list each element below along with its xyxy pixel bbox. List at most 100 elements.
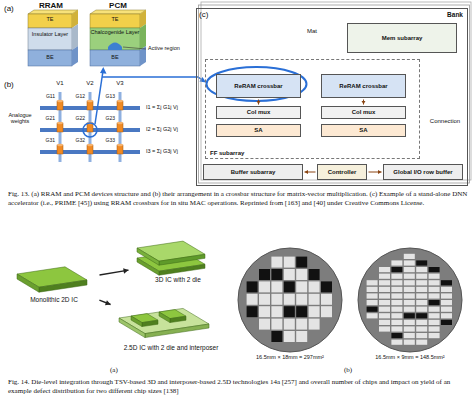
conductance-label: G11 bbox=[42, 94, 55, 100]
defective-die bbox=[391, 333, 402, 338]
good-die bbox=[379, 274, 390, 279]
node-label: Bank bbox=[447, 11, 463, 18]
good-die bbox=[284, 269, 295, 280]
node-label: Monolithic 2D IC bbox=[10, 296, 98, 303]
layer-label: Chalcogenide Layer bbox=[90, 29, 140, 35]
defective-die bbox=[296, 306, 307, 317]
crossbar-cells bbox=[57, 100, 123, 154]
defective-die bbox=[247, 281, 258, 292]
good-die bbox=[271, 281, 282, 292]
crossbar-box: ReRAM crossbar bbox=[216, 74, 301, 98]
conductance-label: G31 bbox=[42, 138, 55, 144]
defective-die bbox=[296, 257, 307, 268]
buffer-box: Global I/O row buffer bbox=[383, 164, 463, 180]
good-die bbox=[429, 320, 440, 325]
chip-figure: 2.5D IC with 2 die and interposer bbox=[112, 304, 230, 351]
conductance-label: G22 bbox=[72, 116, 85, 122]
good-die bbox=[404, 254, 415, 259]
device-title: PCM bbox=[90, 1, 146, 10]
connector bbox=[362, 100, 366, 105]
good-die bbox=[416, 274, 427, 279]
good-die bbox=[429, 293, 440, 298]
good-die bbox=[271, 319, 282, 330]
arrow-head bbox=[100, 67, 107, 74]
good-die bbox=[296, 319, 307, 330]
node-label: Col mux bbox=[247, 109, 271, 116]
good-die bbox=[296, 294, 307, 305]
block-label: Mat bbox=[300, 28, 324, 35]
device-title: RRAM bbox=[26, 1, 76, 10]
memristor-top bbox=[57, 100, 63, 102]
connector bbox=[257, 100, 261, 105]
defective-die bbox=[309, 269, 320, 280]
good-die bbox=[379, 307, 390, 312]
good-die bbox=[416, 320, 427, 325]
good-die bbox=[379, 313, 390, 318]
insulator-layer bbox=[28, 28, 72, 50]
good-die bbox=[404, 260, 415, 265]
panel-letter: (b) bbox=[344, 366, 362, 375]
good-die bbox=[391, 274, 402, 279]
current-equation: I3 = Σj G3j Vj bbox=[146, 148, 194, 154]
chip-face bbox=[170, 316, 186, 322]
good-die bbox=[259, 306, 270, 317]
good-die bbox=[259, 294, 270, 305]
defective-die bbox=[367, 307, 378, 312]
active-region bbox=[108, 43, 122, 51]
good-die bbox=[391, 320, 402, 325]
highlight-circle bbox=[83, 123, 97, 137]
good-die bbox=[429, 333, 440, 338]
chip-face bbox=[137, 248, 159, 265]
good-die bbox=[379, 326, 390, 331]
wafer bbox=[238, 248, 342, 352]
good-die bbox=[391, 300, 402, 305]
good-die bbox=[296, 269, 307, 280]
memristor-cell bbox=[87, 145, 93, 154]
device-top bbox=[28, 10, 78, 14]
good-die bbox=[429, 326, 440, 331]
good-die bbox=[441, 307, 452, 312]
good-die bbox=[247, 294, 258, 305]
defective-die bbox=[247, 306, 258, 317]
good-die bbox=[391, 287, 402, 292]
chip-face bbox=[159, 264, 205, 275]
arrow-head bbox=[257, 101, 261, 105]
node-label: FF subarray bbox=[210, 150, 244, 156]
good-die bbox=[271, 257, 282, 268]
memristor-cell bbox=[117, 145, 123, 154]
good-die bbox=[296, 331, 307, 342]
chip-face bbox=[159, 312, 170, 323]
figure-caption: Fig. 13. (a) RRAM and PCM devices struct… bbox=[8, 190, 468, 208]
voltage-label: V3 bbox=[114, 80, 126, 87]
arrow-head bbox=[305, 170, 309, 174]
voltage-label: V1 bbox=[54, 80, 66, 87]
node-label: Mem subarray bbox=[382, 35, 423, 42]
good-die bbox=[367, 287, 378, 292]
memristor-top bbox=[57, 144, 63, 146]
layer-label: Insulator Layer bbox=[28, 31, 72, 37]
good-die bbox=[296, 281, 307, 292]
chip-drawing bbox=[115, 304, 227, 344]
voltage-label: V2 bbox=[84, 80, 96, 87]
conductance-label: G12 bbox=[72, 94, 85, 100]
node-label: 3D IC with 2 die bbox=[130, 276, 226, 283]
memristor-cell bbox=[117, 123, 123, 132]
good-die bbox=[379, 293, 390, 298]
device-top bbox=[90, 10, 146, 14]
dimension-label: 16.5mm × 9mm = 148.5mm² bbox=[356, 354, 464, 360]
good-die bbox=[404, 307, 415, 312]
defective-die bbox=[284, 306, 295, 317]
defective-die bbox=[271, 331, 282, 342]
callout-label: Active region bbox=[148, 45, 190, 51]
good-die bbox=[391, 340, 402, 345]
good-die bbox=[391, 326, 402, 331]
highlight-ellipse bbox=[207, 67, 307, 101]
top-electrode bbox=[90, 14, 140, 28]
good-die bbox=[284, 319, 295, 330]
good-die bbox=[379, 267, 390, 272]
device-side bbox=[72, 46, 78, 66]
conductance-label: G23 bbox=[102, 116, 115, 122]
good-die bbox=[429, 280, 440, 285]
callout-label: Analogue weights bbox=[2, 112, 38, 125]
